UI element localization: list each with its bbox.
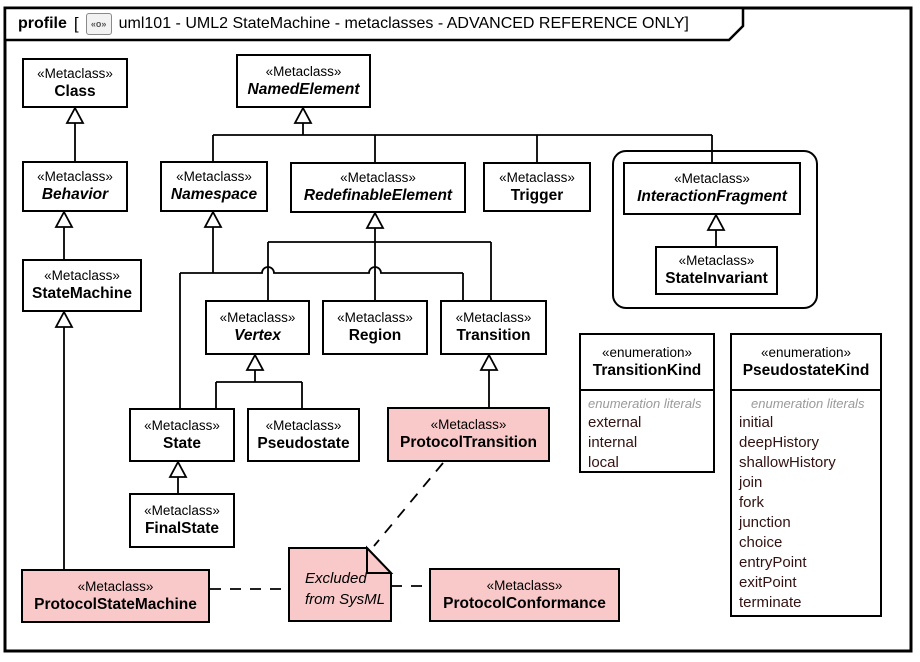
enumeration-name: PseudostateKind	[742, 361, 870, 379]
literal: junction	[739, 514, 791, 531]
generalization-lines	[63, 123, 717, 569]
metaclass-box-behavior: «Metaclass» Behavior	[22, 161, 128, 212]
interaction-fragment-group	[612, 150, 818, 309]
stereotype-label: «Metaclass»	[44, 268, 120, 283]
class-name: Trigger	[510, 186, 564, 204]
metaclass-box-namespace: «Metaclass» Namespace	[160, 161, 268, 212]
stereotype-label: «enumeration»	[760, 344, 852, 360]
class-name: State	[163, 434, 201, 452]
metaclass-box-interactionfragment: «Metaclass» InteractionFragment	[623, 162, 801, 215]
metaclass-box-statemachine: «Metaclass» StateMachine	[22, 259, 142, 312]
stereotype-label: «Metaclass»	[430, 417, 507, 432]
stereotype-label: «Metaclass»	[265, 417, 342, 433]
stereotype-label: «Metaclass»	[144, 417, 220, 433]
stereotype-label: «Metaclass»	[176, 169, 252, 184]
enumeration-box-transitionkind: «enumeration» TransitionKind enumeration…	[579, 333, 715, 473]
enumeration-name: TransitionKind	[592, 361, 702, 379]
class-name: ProtocolConformance	[443, 594, 606, 612]
metaclass-box-protocolstatemachine: «Metaclass» ProtocolStateMachine	[21, 569, 210, 623]
stereotype-label: «Metaclass»	[77, 578, 154, 594]
profile-diagram-icon: «o»	[85, 13, 112, 35]
frame-open-bracket: [	[73, 14, 79, 33]
class-name: StateMachine	[32, 285, 132, 302]
literal: shallowHistory	[739, 454, 836, 471]
frame-keyword: profile	[18, 15, 67, 32]
literal: terminate	[739, 594, 802, 611]
metaclass-box-state: «Metaclass» State	[129, 408, 235, 462]
stereotype-label: «Metaclass»	[144, 503, 220, 518]
metaclass-box-trigger: «Metaclass» Trigger	[483, 162, 591, 212]
class-name: Pseudostate	[257, 434, 350, 452]
literal: fork	[739, 494, 765, 511]
class-name: Region	[348, 327, 402, 344]
metaclass-box-protocoltransition: «Metaclass» ProtocolTransition	[387, 407, 550, 462]
frame-title: profile [ «o» uml101 - UML2 StateMachine…	[18, 10, 689, 38]
stereotype-label: «Metaclass»	[674, 171, 750, 186]
stereotype-label: «Metaclass»	[219, 310, 296, 325]
class-name: Behavior	[41, 186, 109, 203]
metaclass-box-finalstate: «Metaclass» FinalState	[129, 493, 235, 548]
metaclass-box-vertex: «Metaclass» Vertex	[205, 300, 310, 355]
class-name: ProtocolTransition	[400, 434, 537, 451]
stereotype-label: «Metaclass»	[337, 310, 413, 325]
stereotype-label: «Metaclass»	[37, 169, 113, 184]
diagram-title-tab	[3, 6, 745, 42]
metaclass-box-class: «Metaclass» Class	[22, 58, 128, 108]
class-name: Transition	[456, 327, 531, 344]
literals-caption: enumeration literals	[751, 396, 865, 411]
metaclass-box-pseudostate: «Metaclass» Pseudostate	[247, 408, 360, 462]
stereotype-label: «Metaclass»	[37, 65, 113, 81]
literal: entryPoint	[739, 554, 807, 571]
literals-caption: enumeration literals	[588, 396, 702, 411]
note-line: from SysML	[305, 591, 386, 608]
literal: exitPoint	[739, 574, 797, 591]
frame-title-text: uml101 - UML2 StateMachine - metaclasses…	[118, 15, 689, 32]
metaclass-box-region: «Metaclass» Region	[322, 300, 428, 355]
class-name: ProtocolStateMachine	[34, 595, 197, 613]
note-line: Excluded	[305, 570, 367, 587]
literal: internal	[588, 434, 638, 451]
stereotype-label: «Metaclass»	[486, 577, 563, 593]
class-name: StateInvariant	[665, 270, 768, 287]
class-name: RedefinableElement	[303, 187, 453, 204]
enumeration-header: «enumeration» PseudostateKind	[732, 335, 880, 391]
stereotype-label: «Metaclass»	[340, 170, 416, 185]
enumeration-header: «enumeration» TransitionKind	[581, 335, 713, 391]
stereotype-label: «Metaclass»	[499, 169, 575, 185]
literal: initial	[739, 414, 774, 431]
dashed-dependency-lines	[210, 462, 444, 590]
enumeration-box-pseudostatekind: «enumeration» PseudostateKind enumeratio…	[730, 333, 882, 617]
literal: choice	[739, 534, 783, 551]
metaclass-box-namedelement: «Metaclass» NamedElement	[236, 54, 371, 108]
class-name: Namespace	[170, 186, 258, 203]
metaclass-box-protocolconformance: «Metaclass» ProtocolConformance	[429, 568, 620, 622]
metaclass-box-redefinableelement: «Metaclass» RedefinableElement	[290, 162, 466, 213]
stereotype-label: «Metaclass»	[678, 253, 755, 268]
class-name: Vertex	[234, 327, 281, 344]
class-name: Class	[54, 82, 96, 100]
metaclass-box-stateinvariant: «Metaclass» StateInvariant	[655, 246, 778, 295]
literal: local	[588, 454, 619, 471]
literal: deepHistory	[739, 434, 820, 451]
class-name: NamedElement	[247, 80, 360, 98]
excluded-note: Excluded from SysML	[289, 548, 391, 621]
note-shape	[288, 545, 394, 622]
stereotype-label: «Metaclass»	[455, 310, 532, 325]
literal: join	[739, 474, 763, 491]
class-name: InteractionFragment	[637, 188, 787, 205]
stereotype-label: «Metaclass»	[265, 63, 342, 79]
generalization-arrowheads	[54, 106, 726, 478]
literal: external	[588, 414, 642, 431]
class-name: FinalState	[144, 520, 220, 537]
enumeration-literals: enumeration literals external internal l…	[581, 391, 713, 473]
stereotype-label: «enumeration»	[601, 344, 693, 360]
enumeration-literals: enumeration literals initial deepHistory…	[732, 391, 880, 613]
metaclass-box-transition: «Metaclass» Transition	[440, 300, 547, 355]
